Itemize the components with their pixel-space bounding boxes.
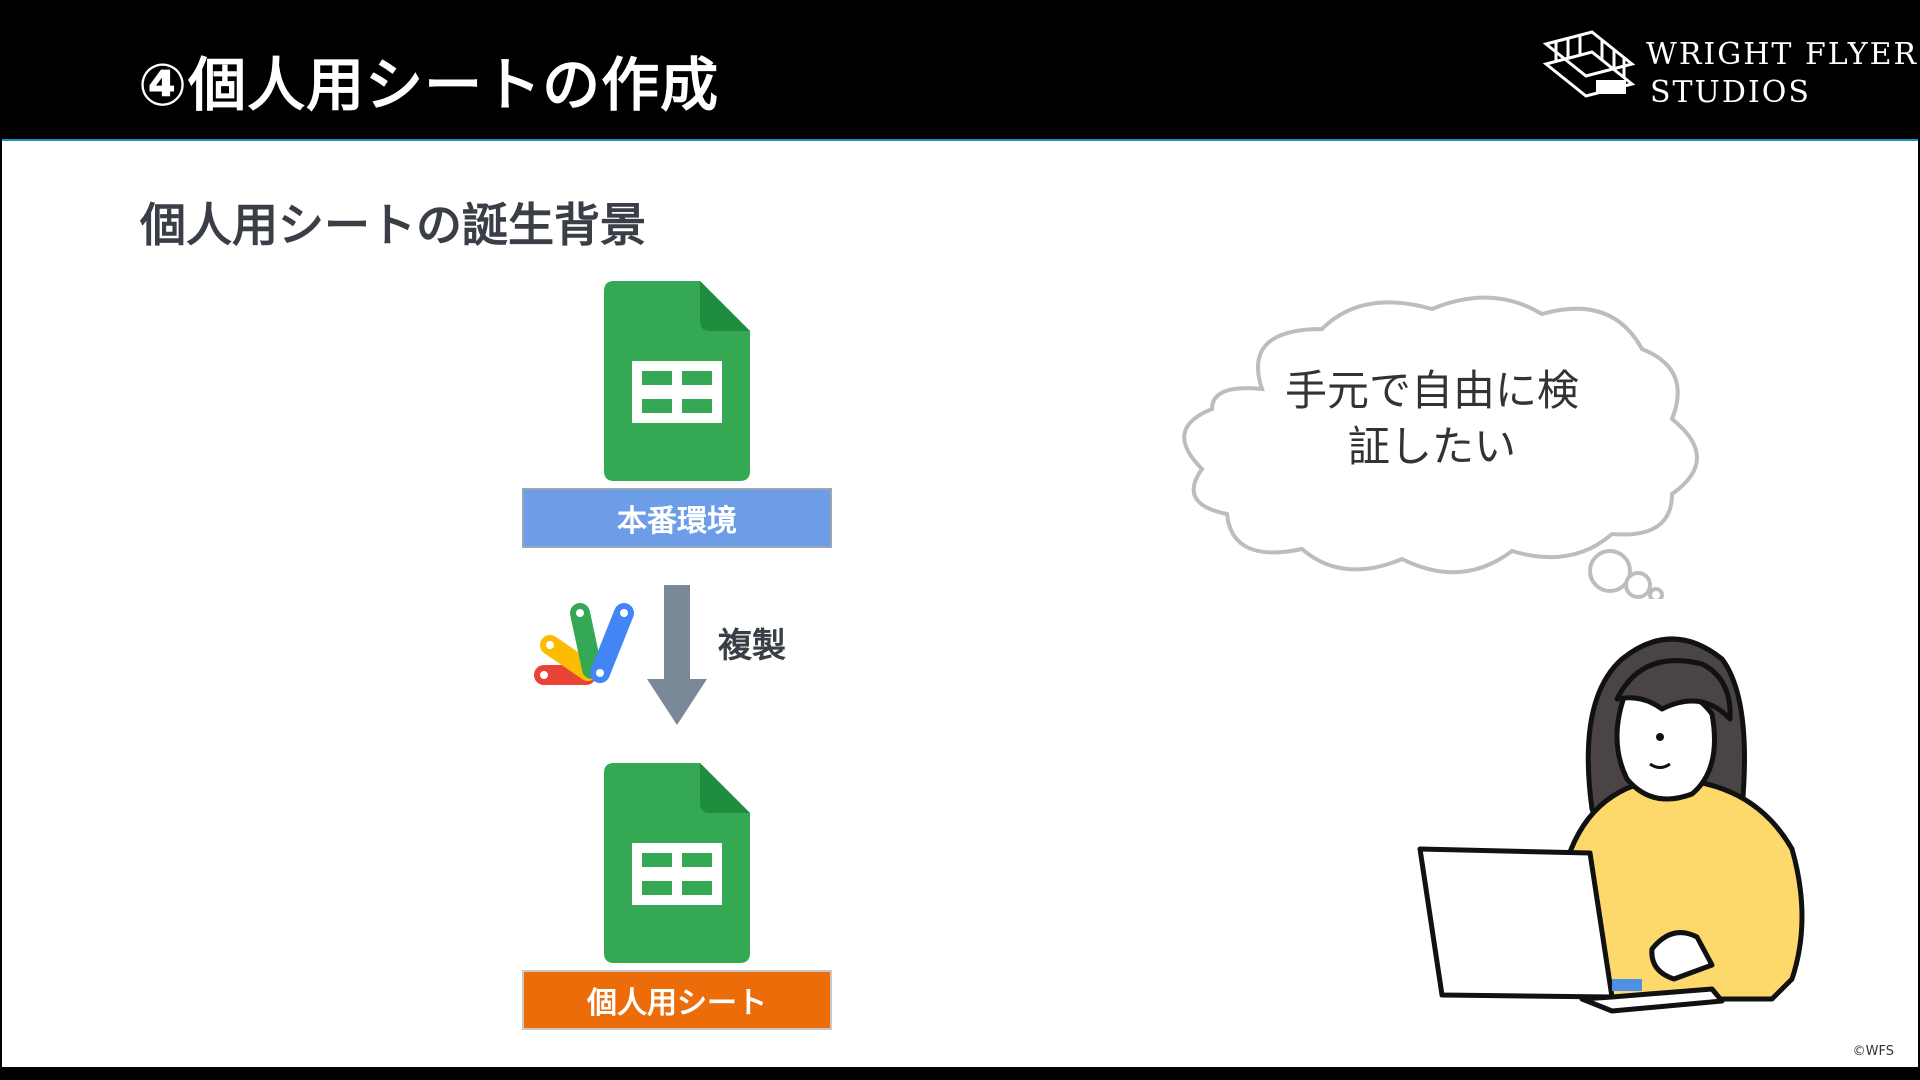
google-sheets-icon-target (604, 763, 750, 963)
logo-line-2: STUDIOS (1650, 75, 1811, 110)
person-with-laptop-illustration (1417, 636, 1805, 1014)
thought-line-2: 証したい (1347, 422, 1516, 471)
thought-line-1: 手元で自由に検 (1284, 366, 1579, 415)
copy-action-label: 複製 (718, 626, 786, 666)
header-bar: ④個人用シートの作成 WRIGHT FLYER STUDIOS (0, 0, 1920, 137)
page-title: ④個人用シートの作成 (138, 51, 720, 119)
arrow-down-icon (647, 585, 707, 725)
production-env-label: 本番環境 (522, 488, 832, 548)
personal-sheet-label: 個人用シート (522, 970, 832, 1030)
section-title: 個人用シートの誕生背景 (140, 198, 646, 252)
thought-cloud-icon (1182, 295, 1699, 599)
logo-line-1: WRIGHT FLYER (1646, 37, 1919, 72)
company-logo: WRIGHT FLYER STUDIOS (1540, 28, 1916, 110)
logo-wordmark: WRIGHT FLYER STUDIOS (1646, 36, 1918, 112)
thought-text: 手元で自由に検 証したい (1252, 363, 1612, 475)
copyright-text: ©WFS (1852, 1044, 1894, 1059)
wright-flyer-logo-icon (1542, 30, 1636, 98)
google-sheets-icon-source (604, 281, 750, 481)
slide-body: 個人用シートの誕生背景 本番環境 複製 (2, 139, 1918, 1067)
apps-script-icon (534, 603, 634, 685)
